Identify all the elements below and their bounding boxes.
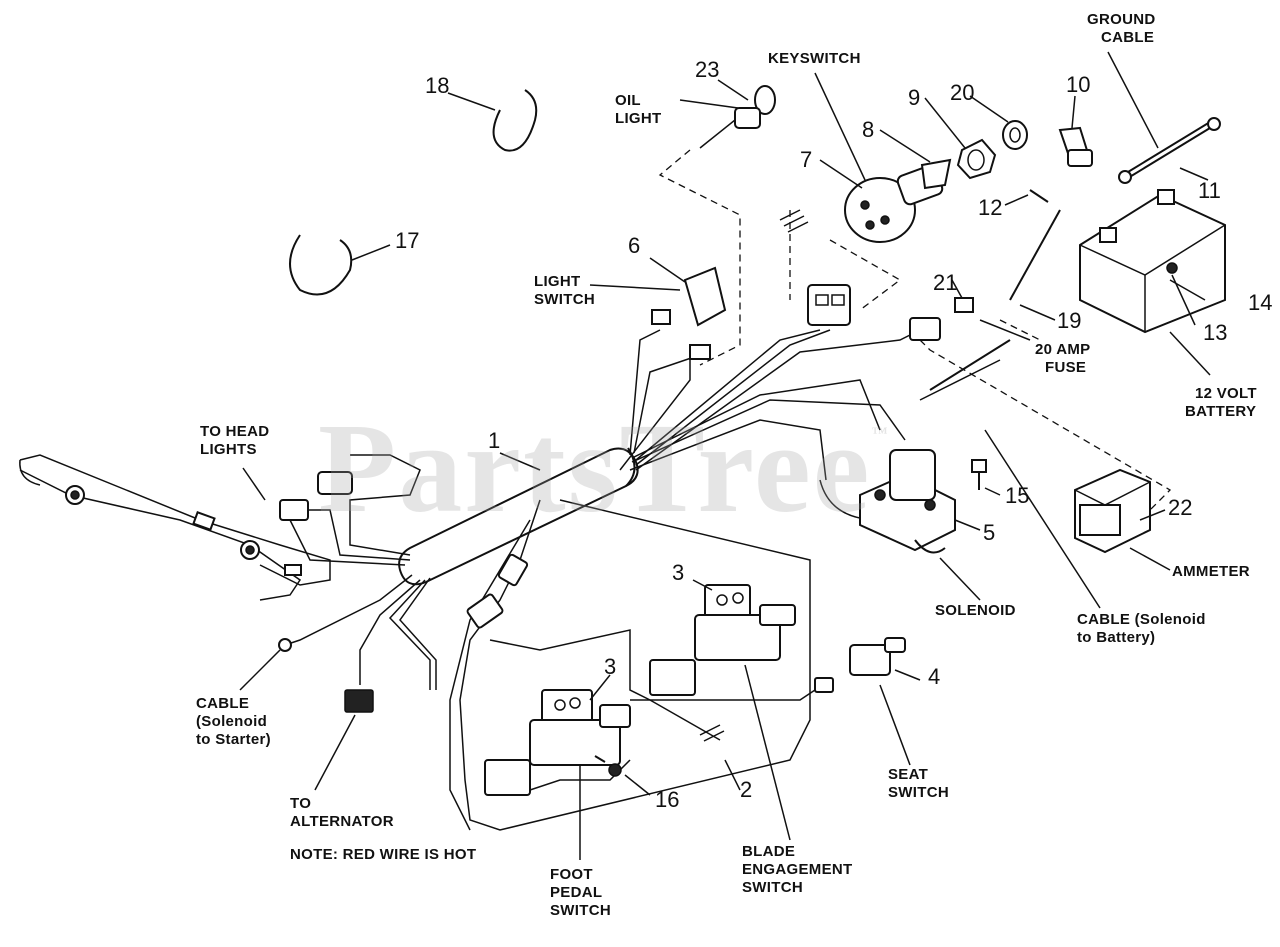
label-note-red-wire: NOTE: RED WIRE IS HOT <box>290 846 477 863</box>
callout-12: 12 <box>978 195 1003 220</box>
callout-18: 18 <box>425 73 450 98</box>
callout-7: 7 <box>800 147 813 172</box>
blade-connector <box>649 659 696 696</box>
seat-switch <box>814 637 906 693</box>
ground-symbol-2 <box>699 724 725 742</box>
label-ammeter: AMMETER <box>1172 563 1250 580</box>
foot-pedal-switch <box>529 689 631 766</box>
leader-lines <box>239 51 1211 860</box>
ground-cable <box>1118 117 1221 184</box>
callout-13: 13 <box>1203 320 1228 345</box>
ground-symbol <box>779 209 809 233</box>
light-switch <box>651 266 727 360</box>
callout-21: 21 <box>933 270 958 295</box>
callout-6: 6 <box>628 233 641 258</box>
part-10-cap <box>1058 126 1093 167</box>
callout-9: 9 <box>908 85 921 110</box>
callout-8: 8 <box>862 117 875 142</box>
ammeter <box>1074 468 1151 554</box>
pedal-connector <box>484 759 531 796</box>
callout-19: 19 <box>1057 308 1082 333</box>
bolt-15 <box>971 459 987 490</box>
part-9-nut <box>956 138 997 180</box>
callout-17: 17 <box>395 228 420 253</box>
callout-10: 10 <box>1066 72 1091 97</box>
callout-2: 2 <box>740 777 753 802</box>
headlight-right <box>240 540 260 560</box>
solenoid <box>859 449 956 554</box>
callout-20: 20 <box>950 80 975 105</box>
callout-16: 16 <box>655 787 680 812</box>
callout-23: 23 <box>695 57 720 82</box>
callout-3-blade: 3 <box>672 560 685 585</box>
part-20-washer <box>1002 120 1028 150</box>
callout-15: 15 <box>1005 483 1030 508</box>
callout-1: 1 <box>488 428 501 453</box>
oil-light <box>699 85 776 149</box>
part-12-screw <box>1029 189 1049 203</box>
alternator-connector <box>344 689 374 713</box>
keyswitch-connector <box>807 284 851 326</box>
inline-connector-2 <box>497 553 529 587</box>
blade-engagement-switch <box>694 584 796 661</box>
label-keyswitch: KEYSWITCH <box>768 50 861 67</box>
part-18-tie <box>492 89 538 152</box>
dashed-routing <box>658 149 1172 521</box>
fuse-holder <box>909 297 974 341</box>
callout-3-pedal: 3 <box>604 654 617 679</box>
label-solenoid: SOLENOID <box>935 602 1016 619</box>
headlight-left <box>65 485 85 505</box>
keyswitch <box>844 158 952 243</box>
callout-5: 5 <box>983 520 996 545</box>
starter-terminal <box>278 638 292 652</box>
screw-16 <box>594 755 622 777</box>
callout-22: 22 <box>1168 495 1193 520</box>
callout-11: 11 <box>1198 178 1221 203</box>
battery <box>1079 189 1226 334</box>
callout-14: 14 <box>1248 290 1273 315</box>
callout-4: 4 <box>928 664 941 689</box>
inline-connector <box>466 593 504 629</box>
headlight-connector <box>279 471 353 521</box>
part-17-clip <box>289 234 353 296</box>
